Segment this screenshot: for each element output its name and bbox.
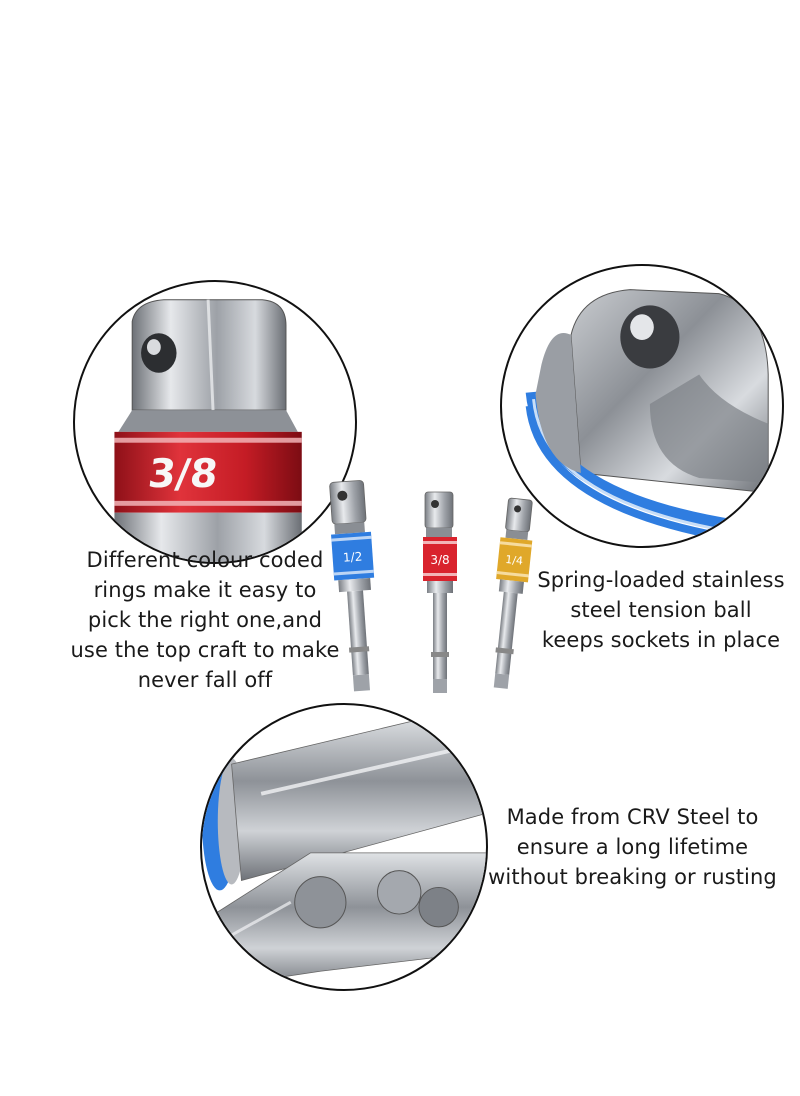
hex-shank-detail-circle (200, 703, 488, 991)
material-caption: Made from CRV Steel to ensure a long lif… (488, 805, 777, 889)
bit-1-4: 1/4 (493, 497, 533, 689)
bit-1-4-label: 1/4 (505, 553, 524, 568)
ring-label-text: 3/8 (146, 451, 220, 497)
socket-adapter-detail-icon: 3/8 (114, 299, 302, 562)
bit-3-8: 3/8 (423, 491, 457, 693)
tension-ball-detail-icon (525, 289, 769, 546)
bit-1-2-label: 1/2 (343, 549, 363, 564)
color-ring-caption: Different colour coded rings make it eas… (70, 548, 340, 692)
hex-shank-detail-icon (202, 714, 486, 989)
tension-ball-caption: Spring-loaded stainless steel tension ba… (537, 568, 785, 652)
tension-ball-detail-circle (500, 264, 784, 548)
color-ring-detail-circle: 3/8 (73, 280, 357, 564)
bit-3-8-label: 3/8 (430, 553, 449, 567)
adapter-bits-group: 1/2 3/8 1/4 (325, 470, 550, 700)
bit-1-2: 1/2 (329, 480, 375, 692)
